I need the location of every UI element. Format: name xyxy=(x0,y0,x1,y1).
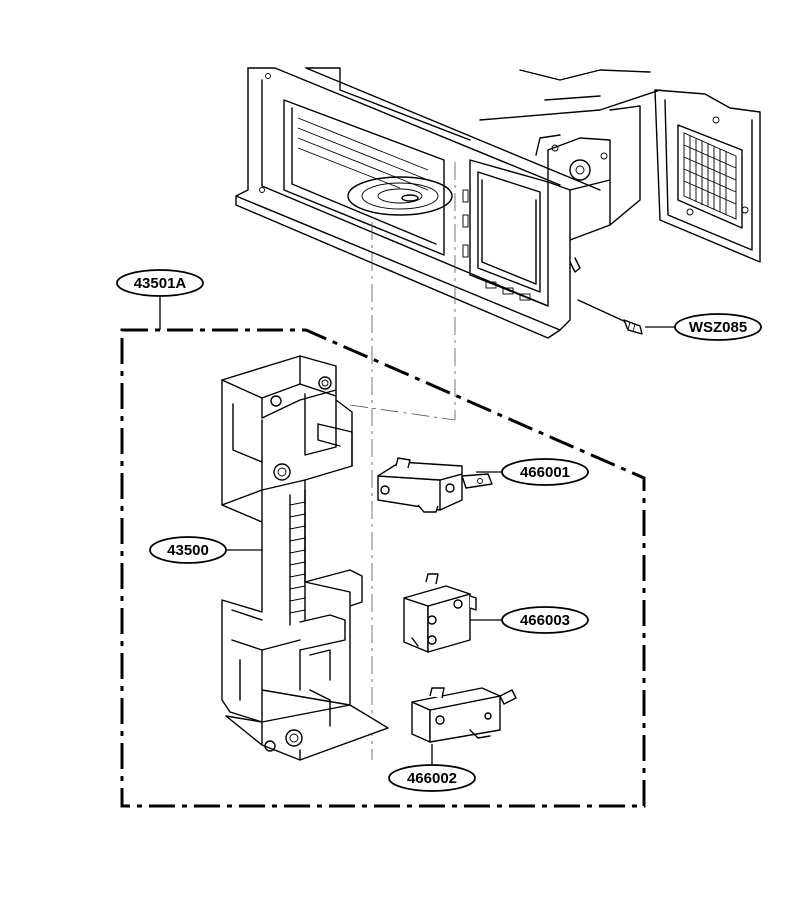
switch-466003 xyxy=(403,573,477,653)
screw-wsz085 xyxy=(577,299,678,335)
label-switch-lower: 466002 xyxy=(407,770,457,787)
callout-switch-middle: 466003 xyxy=(501,606,589,634)
vent-grille xyxy=(677,124,743,229)
callout-switch-upper: 466001 xyxy=(501,458,589,486)
label-switch-upper: 466001 xyxy=(520,464,570,481)
label-latch-board: 43500 xyxy=(167,542,209,559)
latch-board xyxy=(221,355,389,761)
serrated-strip xyxy=(289,489,306,626)
callout-switch-lower: 466002 xyxy=(388,764,476,792)
switch-466002 xyxy=(411,687,517,743)
callout-latch-assembly: 43501A xyxy=(116,269,204,297)
assembly-boundary xyxy=(120,328,646,808)
callout-latch-board: 43500 xyxy=(149,536,227,564)
label-switch-middle: 466003 xyxy=(520,612,570,629)
label-screw: WSZ085 xyxy=(689,319,747,336)
switch-466001 xyxy=(377,457,493,513)
alignment-lines xyxy=(349,162,456,760)
microwave-chassis xyxy=(235,67,761,339)
callout-screw: WSZ085 xyxy=(674,313,762,341)
label-latch-assembly: 43501A xyxy=(134,275,187,292)
